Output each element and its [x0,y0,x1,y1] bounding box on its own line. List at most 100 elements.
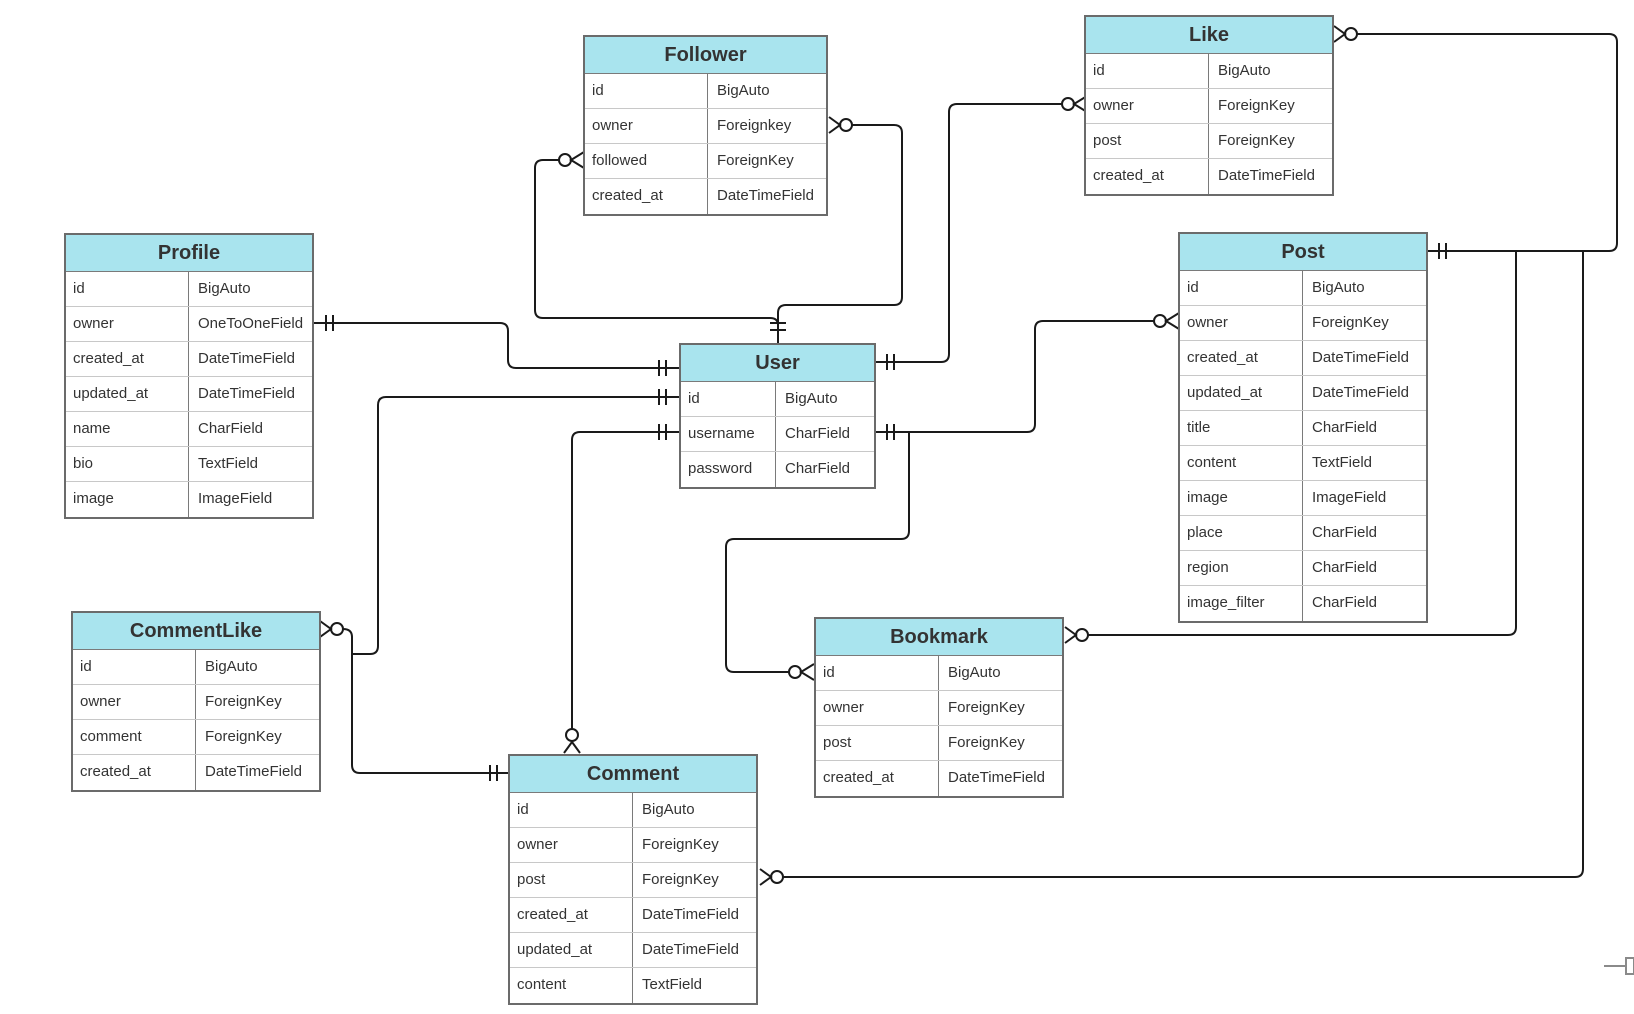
mark-zero-comment-owner [565,728,579,742]
entity-title: Comment [510,756,756,793]
field-name: image_filter [1180,586,1303,621]
mark-zero-commentlike-owner [330,622,344,636]
field-name: title [1180,411,1303,445]
field-type: ForeignKey [1218,132,1295,149]
field-row: id BigAuto [1180,271,1426,306]
field-row: content TextField [510,968,756,1003]
rel-user-profile [314,322,680,369]
field-type: DateTimeField [1218,167,1315,184]
field-type: DateTimeField [1312,384,1409,401]
field-name: created_at [66,342,189,376]
field-name: followed [585,144,708,178]
mark-many-comment-post [759,868,773,886]
mark-zero-bookmark-post [1075,628,1089,642]
rel-commentlike-owner-stub [342,628,353,654]
field-type: DateTimeField [198,385,295,402]
field-type: ForeignKey [948,699,1025,716]
field-row: id BigAuto [681,382,874,417]
field-type: BigAuto [785,390,838,407]
field-name: updated_at [510,933,633,967]
field-type: ForeignKey [948,734,1025,751]
field-name: created_at [816,761,939,796]
field-name: id [585,74,708,108]
entity-title: Profile [66,235,312,272]
field-row: created_at DateTimeField [585,179,826,214]
field-name: name [66,412,189,446]
mark-zero-follower-owner [839,118,853,132]
field-row: id BigAuto [585,74,826,109]
entity-title: CommentLike [73,613,319,650]
field-type: DateTimeField [948,769,1045,786]
scroll-handle-icon [1604,957,1634,975]
field-type: BigAuto [717,82,770,99]
field-type: BigAuto [1312,279,1365,296]
mark-many-bookmark-owner [799,663,815,681]
field-name: created_at [1086,159,1209,194]
field-type: DateTimeField [642,941,739,958]
field-name: owner [816,691,939,725]
field-name: owner [585,109,708,143]
field-name: id [66,272,189,306]
field-name: id [1180,271,1303,305]
field-type: ImageField [1312,489,1387,506]
rel-user-follower-followed [534,159,779,343]
field-name: region [1180,551,1303,585]
field-row: created_at DateTimeField [816,761,1062,796]
field-name: created_at [73,755,196,790]
field-row: updated_at DateTimeField [510,933,756,968]
field-name: owner [1086,89,1209,123]
rel-user-follower-owner [777,124,903,325]
field-name: post [510,863,633,897]
field-type: CharField [785,425,851,442]
mark-many-commentlike-owner [319,620,333,638]
field-name: id [681,382,776,416]
field-name: content [1180,446,1303,480]
rel-comment-commentlike [351,654,508,774]
field-name: content [510,968,633,1003]
field-type: CharField [1312,594,1378,611]
field-type: DateTimeField [717,187,814,204]
rel-user-like-owner [875,103,1068,363]
field-type: CharField [1312,524,1378,541]
field-name: created_at [585,179,708,214]
entity-title: Bookmark [816,619,1062,656]
field-type: ImageField [198,490,273,507]
field-name: id [1086,54,1209,88]
rel-user-post-owner [875,320,1160,433]
field-type: TextField [198,455,259,472]
field-type: TextField [642,976,703,993]
mark-many-post-owner [1164,312,1180,330]
field-type: DateTimeField [1312,349,1409,366]
field-type: OneToOneField [198,315,304,332]
mark-many-bookmark-post [1064,626,1078,644]
field-name: owner [1180,306,1303,340]
